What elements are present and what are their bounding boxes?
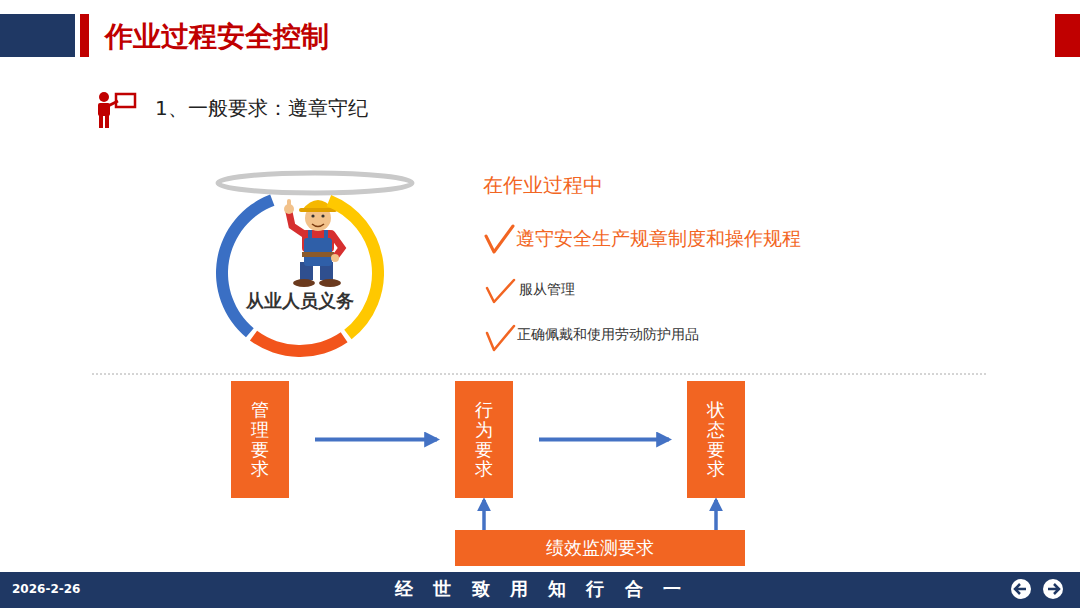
separator-line: [92, 374, 988, 375]
ring-segment: [327, 195, 384, 339]
presenter-icon: [98, 92, 135, 128]
worker-illustration: [284, 199, 342, 287]
footer-date: 2026-2-26: [12, 582, 80, 596]
ring-segment: [216, 194, 274, 337]
flow-arrow: [539, 438, 669, 442]
flow-arrow: [714, 500, 718, 530]
header-bar: [0, 14, 75, 57]
check-marks: [486, 226, 514, 350]
box-label: 管理要求: [251, 400, 269, 479]
context-heading: 在作业过程中: [483, 172, 603, 199]
header-accent: [80, 14, 89, 57]
nav-buttons: [1011, 579, 1063, 599]
box-label: 绩效监测要求: [546, 536, 654, 560]
ring-segment: [250, 331, 348, 357]
halo-ellipse: [218, 173, 412, 193]
duty-item: 遵守安全生产规章制度和操作规程: [516, 226, 801, 252]
header-corner: [1055, 14, 1080, 57]
section-heading: 1、一般要求：遵章守纪: [155, 95, 368, 122]
process-box: 管理要求: [231, 381, 289, 498]
box-label: 行为要求: [475, 400, 493, 479]
monitor-box: 绩效监测要求: [455, 530, 745, 566]
ring-label: 从业人员义务: [216, 289, 384, 313]
ring-outline: [216, 189, 384, 357]
flow-arrow: [315, 438, 437, 442]
footer-slogan: 经 世 致 用 知 行 合 一: [340, 577, 740, 601]
slide-title: 作业过程安全控制: [105, 18, 329, 56]
process-box: 行为要求: [455, 381, 513, 498]
flow-arrow: [482, 500, 486, 530]
duty-item: 正确佩戴和使用劳动防护用品: [517, 326, 699, 344]
duty-item: 服从管理: [519, 281, 575, 299]
box-label: 状态要求: [707, 400, 725, 479]
footer-bar: [0, 572, 1080, 608]
process-box: 状态要求: [687, 381, 745, 498]
duty-ring: 从业人员义务: [216, 189, 384, 357]
